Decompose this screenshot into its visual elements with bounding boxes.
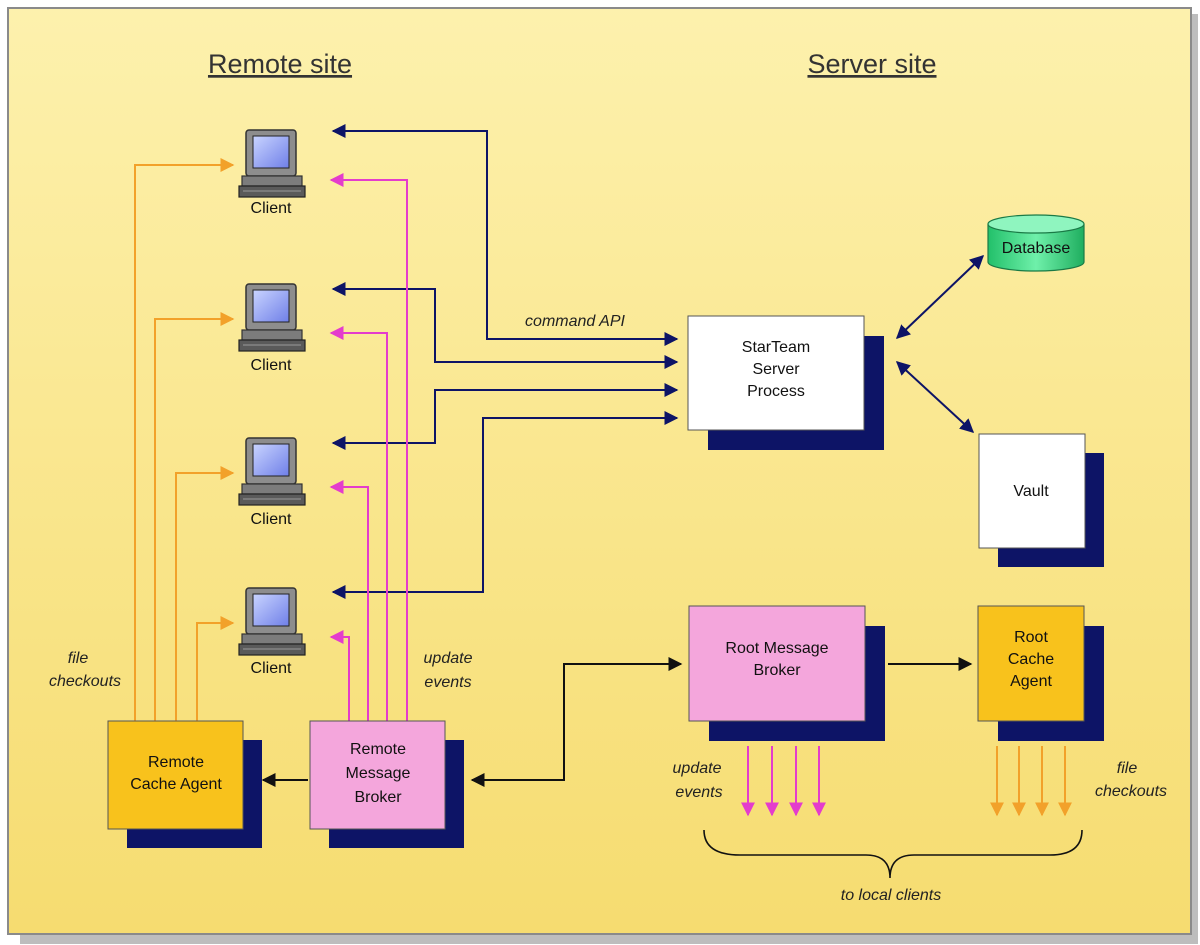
database-cylinder: Database (987, 214, 1085, 272)
starteam-server-box: StarTeam Server Process (687, 315, 884, 450)
file-checkouts-right-label-1: file (1117, 760, 1138, 777)
svg-text:Message: Message (346, 765, 411, 782)
update-events-mid-label-1: update (424, 650, 473, 667)
update-events-right-label-1: update (673, 760, 722, 777)
client-label: Client (251, 357, 292, 374)
update-events-mid-label-2: events (424, 674, 471, 691)
file-checkouts-left-label-2: checkouts (49, 673, 121, 690)
update-events-right-label-2: events (675, 784, 722, 801)
remote-message-broker-box: Remote Message Broker (309, 720, 464, 848)
computer-icon (238, 283, 306, 352)
client-3: Client (238, 437, 306, 528)
svg-text:Database: Database (1002, 240, 1071, 257)
command-api-connectors (331, 124, 985, 599)
server-site-heading: Server site (807, 49, 936, 79)
computer-icon (238, 587, 306, 656)
client-4: Client (238, 587, 306, 677)
client-1: Client (238, 129, 306, 217)
update-event-connectors (329, 173, 826, 817)
svg-text:Remote: Remote (148, 754, 204, 771)
to-local-clients-brace (703, 829, 1083, 879)
svg-text:Root: Root (1014, 629, 1048, 646)
svg-text:Broker: Broker (354, 789, 402, 806)
client-2: Client (238, 283, 306, 374)
svg-text:Cache Agent: Cache Agent (130, 776, 222, 793)
svg-text:Cache: Cache (1008, 651, 1054, 668)
remote-cache-agent-box: Remote Cache Agent (107, 720, 262, 848)
remote-site-heading: Remote site (208, 49, 352, 79)
client-label: Client (251, 200, 292, 217)
svg-text:Server: Server (752, 361, 800, 378)
client-label: Client (251, 511, 292, 528)
file-checkout-connectors (134, 158, 1072, 817)
broker-connectors (261, 657, 973, 787)
file-checkouts-right-label-2: checkouts (1095, 783, 1167, 800)
svg-text:Process: Process (747, 383, 805, 400)
svg-text:StarTeam: StarTeam (742, 339, 810, 356)
to-local-clients-label: to local clients (841, 887, 942, 904)
command-api-label: command API (525, 313, 625, 330)
svg-text:Root Message: Root Message (725, 640, 828, 657)
svg-text:Vault: Vault (1013, 483, 1049, 500)
client-label: Client (251, 660, 292, 677)
computer-icon (238, 437, 306, 506)
computer-icon (238, 129, 306, 198)
file-checkouts-left-label-1: file (68, 650, 89, 667)
root-cache-agent-box: Root Cache Agent (977, 605, 1104, 741)
svg-text:Remote: Remote (350, 741, 406, 758)
vault-box: Vault (978, 433, 1104, 567)
svg-text:Broker: Broker (753, 662, 801, 679)
svg-text:Agent: Agent (1010, 673, 1052, 690)
root-message-broker-box: Root Message Broker (688, 605, 885, 741)
